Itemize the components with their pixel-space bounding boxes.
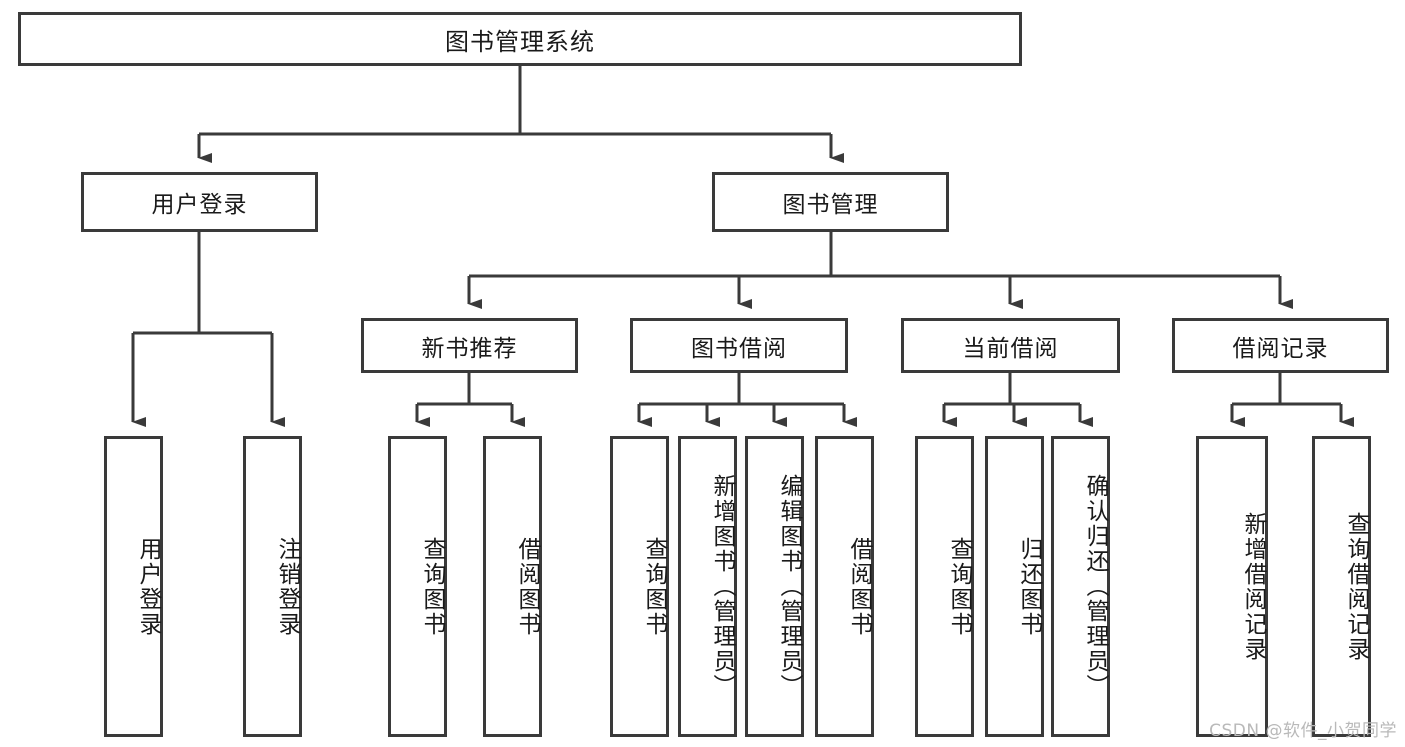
node-label: 新增图书（管理员）	[709, 474, 735, 699]
node-new-book-recommend[interactable]: 新书推荐	[361, 318, 578, 373]
node-user-login[interactable]: 用户登录	[81, 172, 318, 232]
node-label: 查询借阅记录	[1343, 511, 1369, 662]
node-borrow-record[interactable]: 借阅记录	[1172, 318, 1389, 373]
node-label: 新增借阅记录	[1240, 511, 1266, 662]
node-leaf-borrow-book-2[interactable]: 借阅图书	[815, 436, 874, 737]
node-label: 借阅图书	[846, 536, 872, 637]
node-leaf-query-book-3[interactable]: 查询图书	[915, 436, 974, 737]
node-label: 确认归还（管理员）	[1082, 474, 1108, 699]
node-leaf-logout-login[interactable]: 注销登录	[243, 436, 302, 737]
node-leaf-user-login[interactable]: 用户登录	[104, 436, 163, 737]
node-label: 查询图书	[419, 536, 445, 637]
node-leaf-query-book-1[interactable]: 查询图书	[388, 436, 447, 737]
node-label: 编辑图书（管理员）	[776, 474, 802, 699]
node-root-system[interactable]: 图书管理系统	[18, 12, 1022, 66]
node-label: 查询图书	[946, 536, 972, 637]
node-label: 图书借阅	[691, 335, 787, 362]
node-leaf-edit-book[interactable]: 编辑图书（管理员）	[745, 436, 804, 737]
node-current-borrow[interactable]: 当前借阅	[901, 318, 1120, 373]
node-leaf-add-book[interactable]: 新增图书（管理员）	[678, 436, 737, 737]
node-label: 图书管理系统	[445, 27, 595, 56]
node-leaf-confirm-return[interactable]: 确认归还（管理员）	[1051, 436, 1110, 737]
node-leaf-query-book-2[interactable]: 查询图书	[610, 436, 669, 737]
node-label: 用户登录	[151, 192, 248, 218]
node-leaf-query-record[interactable]: 查询借阅记录	[1312, 436, 1371, 737]
node-book-management[interactable]: 图书管理	[712, 172, 949, 232]
node-label: 当前借阅	[962, 335, 1059, 362]
node-label: 借阅记录	[1232, 335, 1329, 362]
node-label: 用户登录	[135, 536, 161, 637]
node-leaf-borrow-book-1[interactable]: 借阅图书	[483, 436, 542, 737]
node-leaf-add-record[interactable]: 新增借阅记录	[1196, 436, 1268, 737]
node-label: 归还图书	[1016, 536, 1042, 637]
node-label: 注销登录	[274, 536, 300, 637]
node-book-borrow[interactable]: 图书借阅	[630, 318, 848, 373]
node-leaf-return-book[interactable]: 归还图书	[985, 436, 1044, 737]
node-label: 借阅图书	[514, 536, 540, 637]
node-label: 查询图书	[641, 536, 667, 637]
node-label: 新书推荐	[421, 335, 518, 362]
node-label: 图书管理	[782, 192, 879, 218]
